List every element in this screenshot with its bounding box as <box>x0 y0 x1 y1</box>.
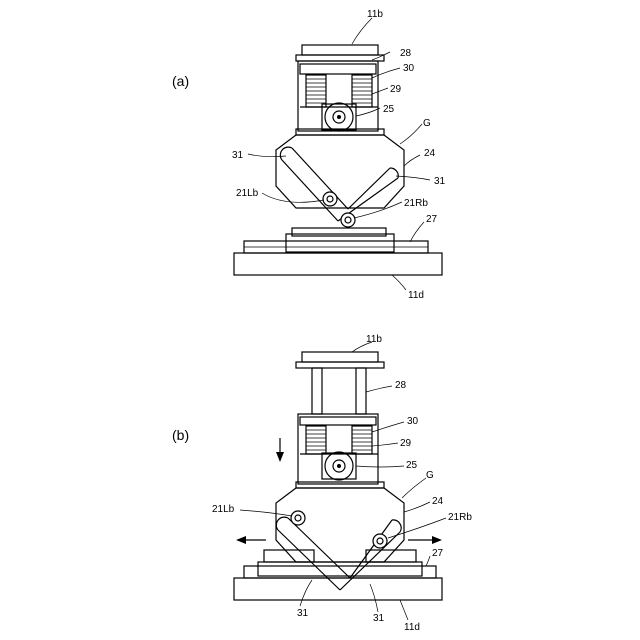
callout-roller: 25 <box>383 104 395 115</box>
slot-left <box>276 517 350 590</box>
slot-right <box>340 520 401 590</box>
top-plate <box>302 45 378 55</box>
callout-bracket: 28 <box>400 48 412 59</box>
top-plate <box>302 352 378 362</box>
panel-a: (a) <box>172 9 446 301</box>
panel-b-label: (b) <box>172 427 189 443</box>
spring-left <box>306 426 326 454</box>
callout-top-plate: 11b <box>366 334 382 345</box>
right-arrow-icon <box>408 536 442 544</box>
bracket-rod-right <box>356 368 366 414</box>
spring-left <box>306 75 326 107</box>
spring-right <box>352 426 372 454</box>
callout-rail: 27 <box>426 214 438 225</box>
callout-rail: 27 <box>432 548 444 559</box>
slot-left <box>280 147 348 221</box>
panel-b: (b) <box>172 334 472 633</box>
callout-pin-left: 21Lb <box>212 504 235 515</box>
callout-slot-left: 31 <box>297 608 309 619</box>
callout-base: 11d <box>408 290 424 301</box>
pin-left <box>291 511 305 525</box>
spring-housing <box>298 61 378 131</box>
callout-body: 24 <box>424 148 436 159</box>
pin-left <box>323 192 337 206</box>
callout-top-plate: 11b <box>367 9 383 20</box>
down-arrow-icon <box>276 438 284 462</box>
callout-roller: 25 <box>406 460 418 471</box>
panel-a-label: (a) <box>172 73 189 89</box>
base <box>234 253 442 275</box>
callout-pin-right: 21Rb <box>404 198 428 209</box>
callout-pin-left: 21Lb <box>236 188 259 199</box>
callout-assembly: G <box>423 118 431 129</box>
callout-spring: 29 <box>400 438 412 449</box>
spring-right <box>352 75 372 107</box>
slider-right <box>366 550 416 562</box>
callout-spring-unit: 30 <box>403 63 415 74</box>
base <box>234 578 442 600</box>
spring-cap <box>300 64 376 74</box>
callout-base: 11d <box>404 622 420 633</box>
body <box>276 135 404 208</box>
slider-left <box>264 550 314 562</box>
callout-spring-unit: 30 <box>407 416 419 427</box>
bracket-rod-left <box>312 368 322 414</box>
callout-slot-left: 31 <box>232 150 244 161</box>
callout-assembly: G <box>426 470 434 481</box>
pin-right <box>373 534 387 548</box>
callout-body: 24 <box>432 496 444 507</box>
pin-right <box>341 213 355 227</box>
callout-slot-right: 31 <box>434 176 446 187</box>
callout-pin-right: 21Rb <box>448 512 472 523</box>
callout-slot-right: 31 <box>373 613 385 624</box>
slider-block <box>292 228 386 236</box>
left-arrow-icon <box>236 536 266 544</box>
callout-bracket: 28 <box>395 380 407 391</box>
top-plate-flange <box>296 55 384 61</box>
callout-spring: 29 <box>390 84 402 95</box>
slider-carriage <box>286 234 394 252</box>
